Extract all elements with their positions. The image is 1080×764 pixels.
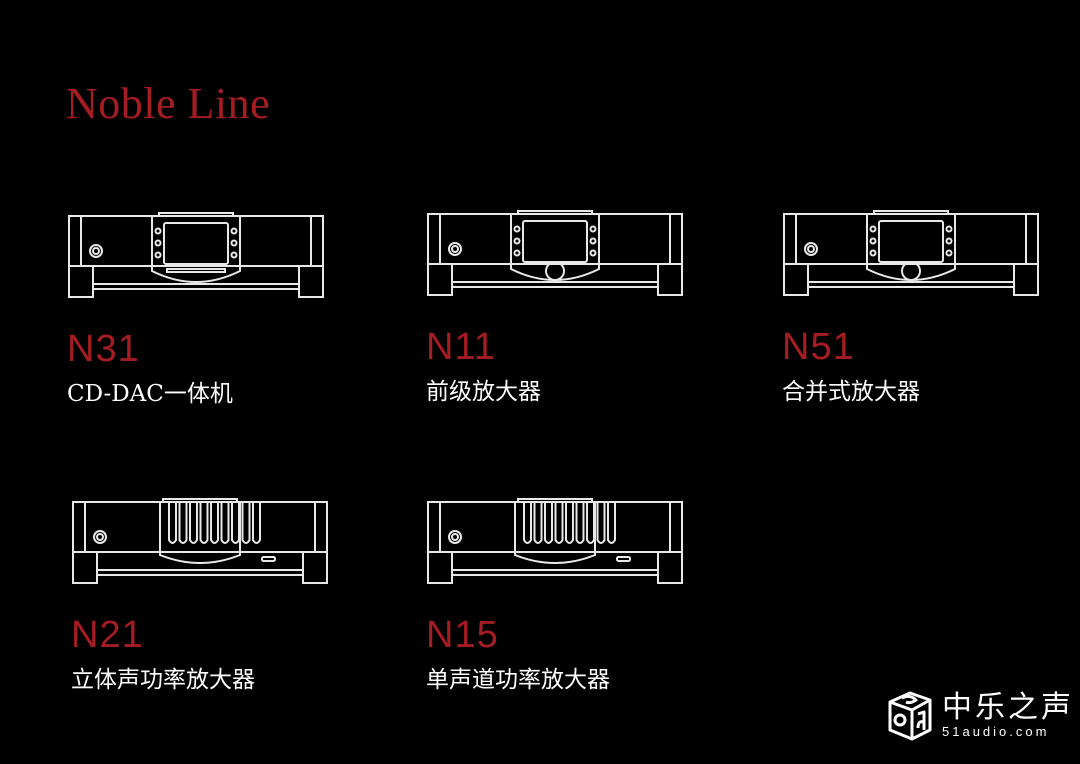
page-title: Noble Line bbox=[66, 79, 271, 128]
product-description: 前级放大器 bbox=[426, 379, 541, 405]
product-model: N31 bbox=[67, 328, 140, 370]
brand-logo: 中乐之声 51audio.com bbox=[886, 690, 1074, 742]
product-model: N21 bbox=[71, 614, 144, 656]
product-model: N51 bbox=[782, 326, 855, 368]
product-model: N11 bbox=[426, 326, 496, 368]
product-model: N15 bbox=[426, 614, 499, 656]
product-n15[interactable]: N15 单声道功率放大器 bbox=[426, 497, 726, 695]
logo-name: 中乐之声 bbox=[942, 691, 1074, 724]
product-description: 单声道功率放大器 bbox=[426, 667, 610, 693]
cube-logo-icon bbox=[888, 691, 932, 741]
product-description: 合并式放大器 bbox=[782, 379, 920, 405]
product-n21[interactable]: N21 立体声功率放大器 bbox=[71, 497, 371, 695]
product-description: 立体声功率放大器 bbox=[71, 667, 255, 693]
product-n31[interactable]: N31 CD-DAC一体机 bbox=[67, 211, 367, 409]
n11-device-illustration bbox=[427, 210, 683, 296]
product-n51[interactable]: N51 合并式放大器 bbox=[782, 209, 1080, 407]
n21-device-illustration bbox=[72, 498, 328, 584]
n15-device-illustration bbox=[427, 498, 683, 584]
n31-device-illustration bbox=[68, 212, 324, 298]
n51-device-illustration bbox=[783, 210, 1039, 296]
product-n11[interactable]: N11 前级放大器 bbox=[426, 209, 726, 407]
logo-domain: 51audio.com bbox=[942, 724, 1050, 739]
product-description: CD-DAC一体机 bbox=[67, 381, 233, 407]
